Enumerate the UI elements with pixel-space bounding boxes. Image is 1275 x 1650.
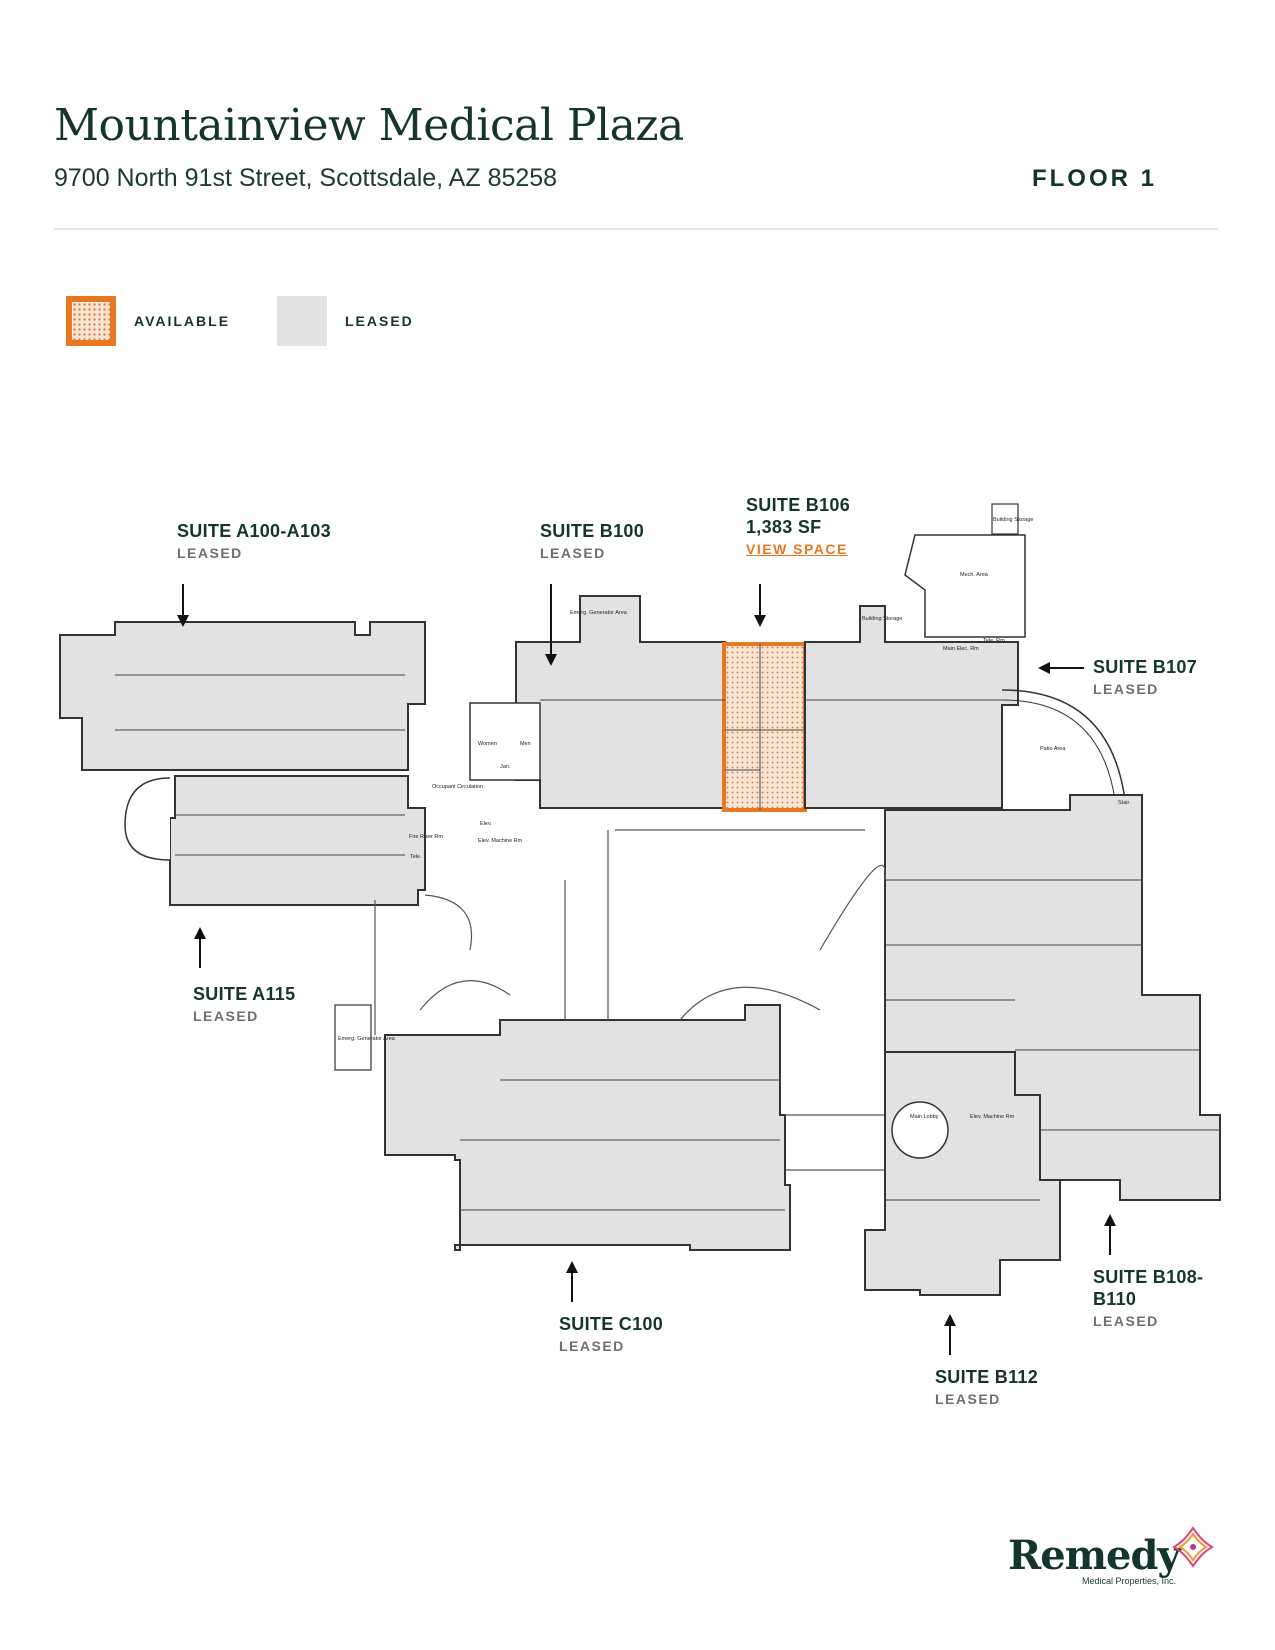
room-main-elec: Main Elec. Rm bbox=[943, 646, 979, 652]
suite-arrows bbox=[177, 584, 1116, 1355]
mech-area-outline bbox=[904, 534, 1026, 638]
legend-available-label: AVAILABLE bbox=[134, 313, 231, 329]
suite-b100-status: LEASED bbox=[540, 545, 606, 561]
property-address: 9700 North 91st Street, Scottsdale, AZ 8… bbox=[54, 164, 558, 192]
room-jan: Jan. bbox=[500, 764, 511, 770]
restroom-core bbox=[469, 702, 541, 781]
room-mech-area: Mech. Area bbox=[960, 572, 989, 578]
wing-a115 bbox=[169, 775, 426, 906]
room-patio-area: Patio Area bbox=[1040, 746, 1066, 752]
suite-a100-status: LEASED bbox=[177, 545, 243, 561]
room-building-storage-top: Building Storage bbox=[993, 517, 1033, 523]
suite-b106-name: SUITE B106 bbox=[746, 495, 851, 515]
suite-b100-label[interactable]: SUITE B100 LEASED bbox=[540, 520, 644, 561]
floor-label: FLOOR 1 bbox=[1031, 165, 1157, 192]
suite-c100-label[interactable]: SUITE C100 LEASED bbox=[559, 1313, 663, 1354]
suite-a115-name: SUITE A115 bbox=[193, 984, 296, 1004]
brand-subtitle: Medical Properties, Inc. bbox=[1082, 1576, 1177, 1586]
room-stair: Stair bbox=[1118, 800, 1129, 806]
remedy-logo: Remedy Medical Properties, Inc. bbox=[1008, 1526, 1214, 1586]
suite-b108-name: SUITE B108-B110 bbox=[1093, 1267, 1204, 1309]
suite-b112-status: LEASED bbox=[935, 1391, 1001, 1407]
wing-b100 bbox=[515, 595, 726, 809]
brand-name: Remedy bbox=[1008, 1532, 1181, 1579]
room-labels: Women Men Jan. Occupant Circulation Elev… bbox=[338, 517, 1129, 1120]
room-fire-riser: Fire Riser Rm bbox=[409, 834, 443, 840]
emerg-generator-left bbox=[334, 1004, 372, 1071]
courtyard-lines bbox=[374, 829, 886, 1171]
room-main-lobby: Main Lobby bbox=[910, 1114, 939, 1120]
building-storage-top bbox=[991, 503, 1019, 535]
suite-c100-name: SUITE C100 bbox=[559, 1314, 664, 1334]
room-women: Women bbox=[478, 741, 497, 747]
suite-a100-name: SUITE A100-A103 bbox=[177, 521, 331, 541]
suite-b108-status: LEASED bbox=[1093, 1313, 1159, 1329]
wall-lines bbox=[115, 644, 1220, 1211]
room-emerg-gen-left: Emerg. Generator Area bbox=[338, 1036, 396, 1042]
patio-arc-inner bbox=[1001, 699, 1116, 801]
suite-a115-label[interactable]: SUITE A115 LEASED bbox=[193, 983, 295, 1024]
page-title: Mountainview Medical Plaza bbox=[54, 100, 684, 151]
suite-c100-status: LEASED bbox=[559, 1338, 625, 1354]
view-space-link[interactable]: VIEW SPACE bbox=[746, 541, 848, 557]
suite-b112-label[interactable]: SUITE B112 LEASED bbox=[935, 1366, 1038, 1407]
room-elev-machine: Elev. Machine Rm bbox=[478, 838, 523, 844]
room-tele-rm: Tele. Rm bbox=[983, 638, 1005, 644]
patio-arc bbox=[1001, 689, 1126, 801]
room-elev-machine-2: Elev. Machine Rm bbox=[970, 1114, 1015, 1120]
main-lobby bbox=[891, 1101, 949, 1159]
wing-b107 bbox=[804, 605, 1019, 809]
suite-b112-name: SUITE B112 bbox=[935, 1367, 1039, 1387]
legend-leased-label: LEASED bbox=[345, 313, 414, 329]
room-elev: Elev. bbox=[480, 821, 492, 827]
suite-b108-label[interactable]: SUITE B108-B110 LEASED bbox=[1093, 1266, 1233, 1329]
brand-mark-icon bbox=[1172, 1526, 1214, 1568]
room-building-storage-mid: Building Storage bbox=[862, 616, 902, 622]
wing-c100 bbox=[384, 1004, 791, 1251]
room-men: Men bbox=[520, 741, 531, 747]
suite-b106-available bbox=[722, 642, 807, 812]
header-divider bbox=[54, 228, 1218, 230]
room-occupant-circulation: Occupant Circulation bbox=[432, 784, 483, 790]
suite-a100-label[interactable]: SUITE A100-A103 LEASED bbox=[177, 520, 331, 561]
suite-b107-label[interactable]: SUITE B107 LEASED bbox=[1093, 656, 1197, 697]
legend-available-swatch bbox=[66, 296, 116, 346]
suite-b107-status: LEASED bbox=[1093, 681, 1159, 697]
room-emerg-gen-top: Emerg. Generator Area bbox=[570, 610, 628, 616]
wing-a100 bbox=[59, 621, 426, 771]
stair-a115 bbox=[124, 777, 171, 861]
suite-b106-label[interactable]: SUITE B106 1,383 SF VIEW SPACE bbox=[746, 494, 850, 557]
suite-b107-name: SUITE B107 bbox=[1093, 657, 1198, 677]
suite-b100-name: SUITE B100 bbox=[540, 521, 645, 541]
legend-leased-swatch bbox=[277, 296, 327, 346]
suite-a115-status: LEASED bbox=[193, 1008, 259, 1024]
suite-b106-area: 1,383 SF bbox=[746, 517, 822, 537]
room-tele: Tele. bbox=[410, 854, 422, 860]
